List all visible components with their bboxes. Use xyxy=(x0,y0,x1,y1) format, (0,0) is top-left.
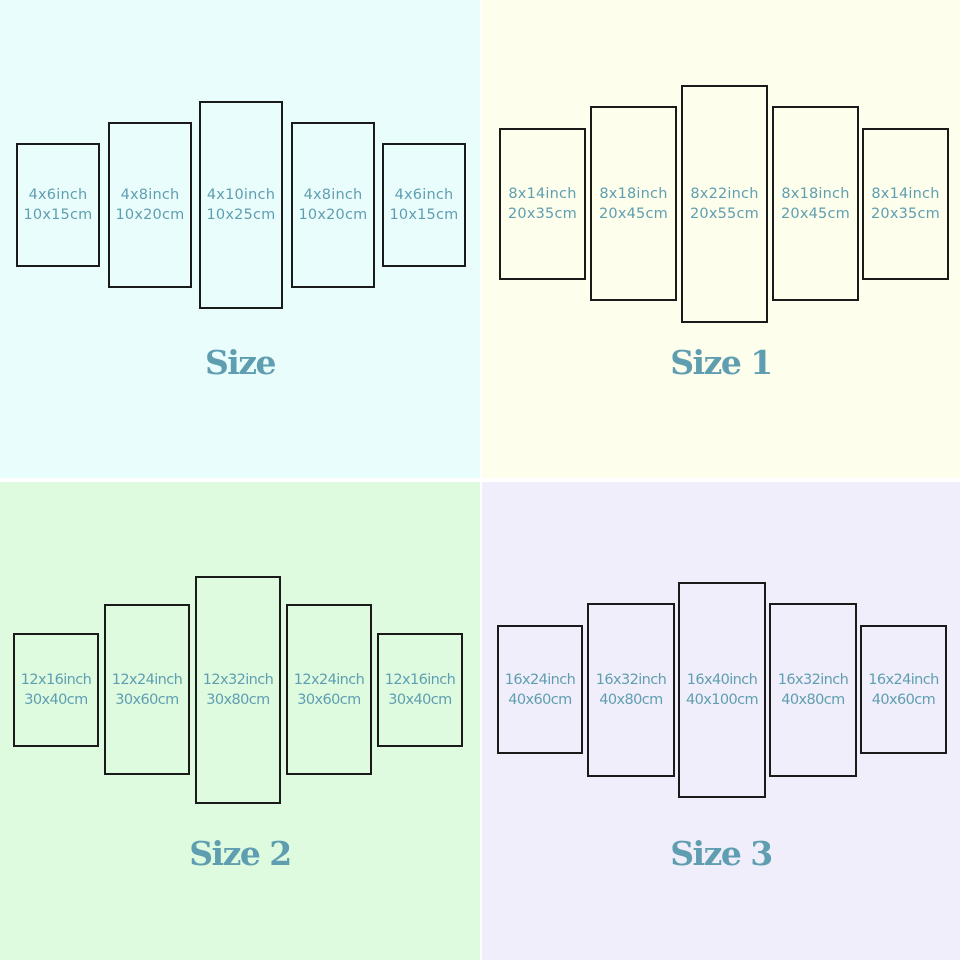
panel-inch-label: 8x18inch xyxy=(781,185,850,202)
canvas-panel: 4x8inch 10x20cm xyxy=(291,122,375,288)
size-title: Size 2 xyxy=(189,834,292,873)
panel-inch-label: 8x22inch xyxy=(690,186,759,202)
size-title: Size 1 xyxy=(670,343,773,382)
panel-inch-label: 12x16inch xyxy=(384,672,456,688)
panel-inch-label: 16x24inch xyxy=(504,671,576,688)
panel-cm-label: 40x60cm xyxy=(508,691,572,708)
panel-inch-label: 12x32inch xyxy=(202,672,274,688)
panel-cm-label: 20x35cm xyxy=(871,206,940,222)
canvas-panel: 16x32inch 40x80cm xyxy=(769,603,857,777)
canvas-panel: 8x18inch 20x45cm xyxy=(590,106,677,301)
panel-cm-label: 20x35cm xyxy=(508,206,577,222)
panel-inch-label: 4x8inch xyxy=(120,187,180,203)
panel-inch-label: 16x24inch xyxy=(868,671,939,688)
panel-cm-label: 10x15cm xyxy=(389,207,459,223)
size-section-0: 4x6inch 10x15cm 4x8inch 10x20cm 4x10inch… xyxy=(0,0,480,478)
size-title: Size xyxy=(204,343,277,382)
canvas-panel: 16x32inch 40x80cm xyxy=(587,603,675,777)
panel-cm-label: 40x100cm xyxy=(685,692,759,708)
panel-cm-label: 20x55cm xyxy=(690,206,759,222)
panel-inch-label: 16x32inch xyxy=(595,672,667,688)
canvas-panel: 16x24inch 40x60cm xyxy=(497,625,583,754)
panel-inch-label: 8x14inch xyxy=(508,186,577,202)
canvas-panel: 4x6inch 10x15cm xyxy=(16,143,100,267)
canvas-panel: 12x24inch 30x60cm xyxy=(286,604,372,775)
panel-cm-label: 10x25cm xyxy=(206,207,276,223)
canvas-panel: 8x22inch 20x55cm xyxy=(681,85,768,323)
panel-cm-label: 30x60cm xyxy=(115,691,179,708)
size-section-2: 12x16inch 30x40cm 12x24inch 30x60cm 12x3… xyxy=(0,482,480,960)
panel-inch-label: 16x32inch xyxy=(777,672,849,688)
panel-cm-label: 40x80cm xyxy=(599,692,663,708)
panel-cm-label: 30x60cm xyxy=(297,691,361,708)
panel-inch-label: 12x24inch xyxy=(293,671,365,688)
canvas-panel: 8x14inch 20x35cm xyxy=(499,128,586,280)
canvas-panel: 4x6inch 10x15cm xyxy=(382,143,466,267)
panel-inch-label: 16x40inch xyxy=(686,672,758,688)
panel-inch-label: 8x18inch xyxy=(599,185,668,202)
panel-cm-label: 10x20cm xyxy=(298,207,368,223)
canvas-panel: 4x10inch 10x25cm xyxy=(199,101,283,309)
canvas-panel: 12x32inch 30x80cm xyxy=(195,576,281,804)
panel-cm-label: 30x40cm xyxy=(24,692,88,708)
canvas-panel: 16x24inch 40x60cm xyxy=(860,625,947,754)
size-title: Size 3 xyxy=(670,834,773,873)
canvas-panel: 12x24inch 30x60cm xyxy=(104,604,190,775)
panel-inch-label: 4x10inch xyxy=(206,187,276,203)
panel-cm-label: 30x80cm xyxy=(206,692,270,708)
panel-cm-label: 20x45cm xyxy=(781,205,850,222)
panel-inch-label: 12x16inch xyxy=(20,672,92,688)
canvas-panel: 4x8inch 10x20cm xyxy=(108,122,192,288)
size-section-3: 16x24inch 40x60cm 16x32inch 40x80cm 16x4… xyxy=(482,482,960,960)
canvas-panel: 12x16inch 30x40cm xyxy=(13,633,99,747)
size-section-1: 8x14inch 20x35cm 8x18inch 20x45cm 8x22in… xyxy=(482,0,960,478)
panel-inch-label: 4x6inch xyxy=(28,187,88,203)
canvas-panel: 8x18inch 20x45cm xyxy=(772,106,859,301)
panel-cm-label: 10x20cm xyxy=(115,207,185,223)
panel-cm-label: 20x45cm xyxy=(599,205,668,222)
panel-inch-label: 12x24inch xyxy=(111,671,183,688)
canvas-panel: 8x14inch 20x35cm xyxy=(862,128,949,280)
panel-inch-label: 4x8inch xyxy=(303,187,363,203)
panel-inch-label: 8x14inch xyxy=(871,186,940,202)
canvas-panel: 12x16inch 30x40cm xyxy=(377,633,463,747)
panel-cm-label: 40x60cm xyxy=(871,691,936,708)
canvas-panel: 16x40inch 40x100cm xyxy=(678,582,766,798)
panel-cm-label: 40x80cm xyxy=(781,692,845,708)
panel-cm-label: 30x40cm xyxy=(388,692,452,708)
panel-inch-label: 4x6inch xyxy=(394,187,454,203)
panel-cm-label: 10x15cm xyxy=(23,207,93,223)
